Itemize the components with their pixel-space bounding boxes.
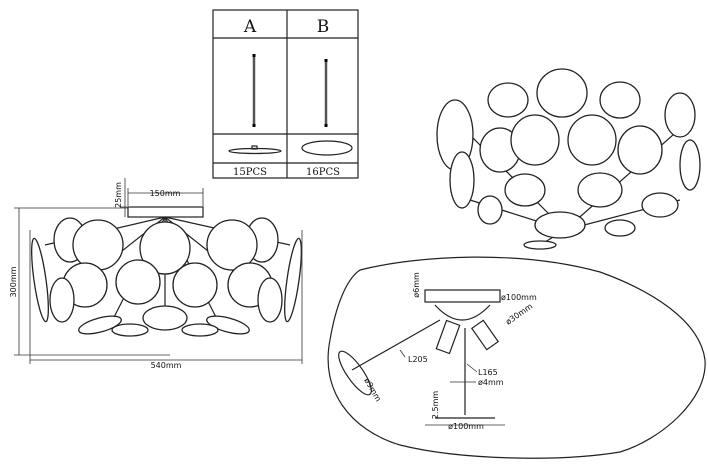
- arm-length-label: L205: [408, 355, 428, 364]
- column-a-label: A: [243, 17, 257, 37]
- canopy: [424, 289, 501, 303]
- height-label: 300mm: [9, 266, 18, 297]
- canopy-diameter-label: ø100mm: [501, 293, 537, 302]
- disc-hole-label: ø9mm: [362, 377, 383, 404]
- rod-a-icon: [252, 54, 256, 127]
- plate-thickness-label: 2.5mm: [431, 391, 440, 420]
- rod-diameter-label: ø4mm: [478, 378, 504, 387]
- plate-diameter-label: ø100mm: [448, 422, 484, 431]
- hole-diameter-label: ø6mm: [412, 272, 421, 298]
- detail-view: ø6mm ø100mm ø30mm L205 ø9mm L165 ø4mm 2.…: [327, 256, 706, 459]
- socket-diameter-label: ø30mm: [504, 302, 534, 327]
- disc-a-icon: [228, 145, 282, 155]
- width-label: 540mm: [151, 361, 182, 370]
- parts-table: A B 15PCS 16PCS: [212, 9, 359, 179]
- side-view: 150mm 25mm 300mm 540mm: [9, 178, 303, 370]
- canopy-height-label: 25mm: [114, 182, 123, 208]
- arm: [351, 319, 441, 371]
- column-a-quantity: 15PCS: [233, 167, 267, 178]
- disc-b-icon: [301, 140, 353, 156]
- column-b-quantity: 16PCS: [306, 167, 340, 178]
- column-b-label: B: [317, 17, 330, 37]
- rod-length-label: L165: [478, 368, 498, 377]
- canopy-width-label: 150mm: [150, 189, 181, 198]
- canopy: [127, 206, 204, 218]
- rod-b-icon: [324, 59, 328, 127]
- perspective-view: [436, 68, 701, 250]
